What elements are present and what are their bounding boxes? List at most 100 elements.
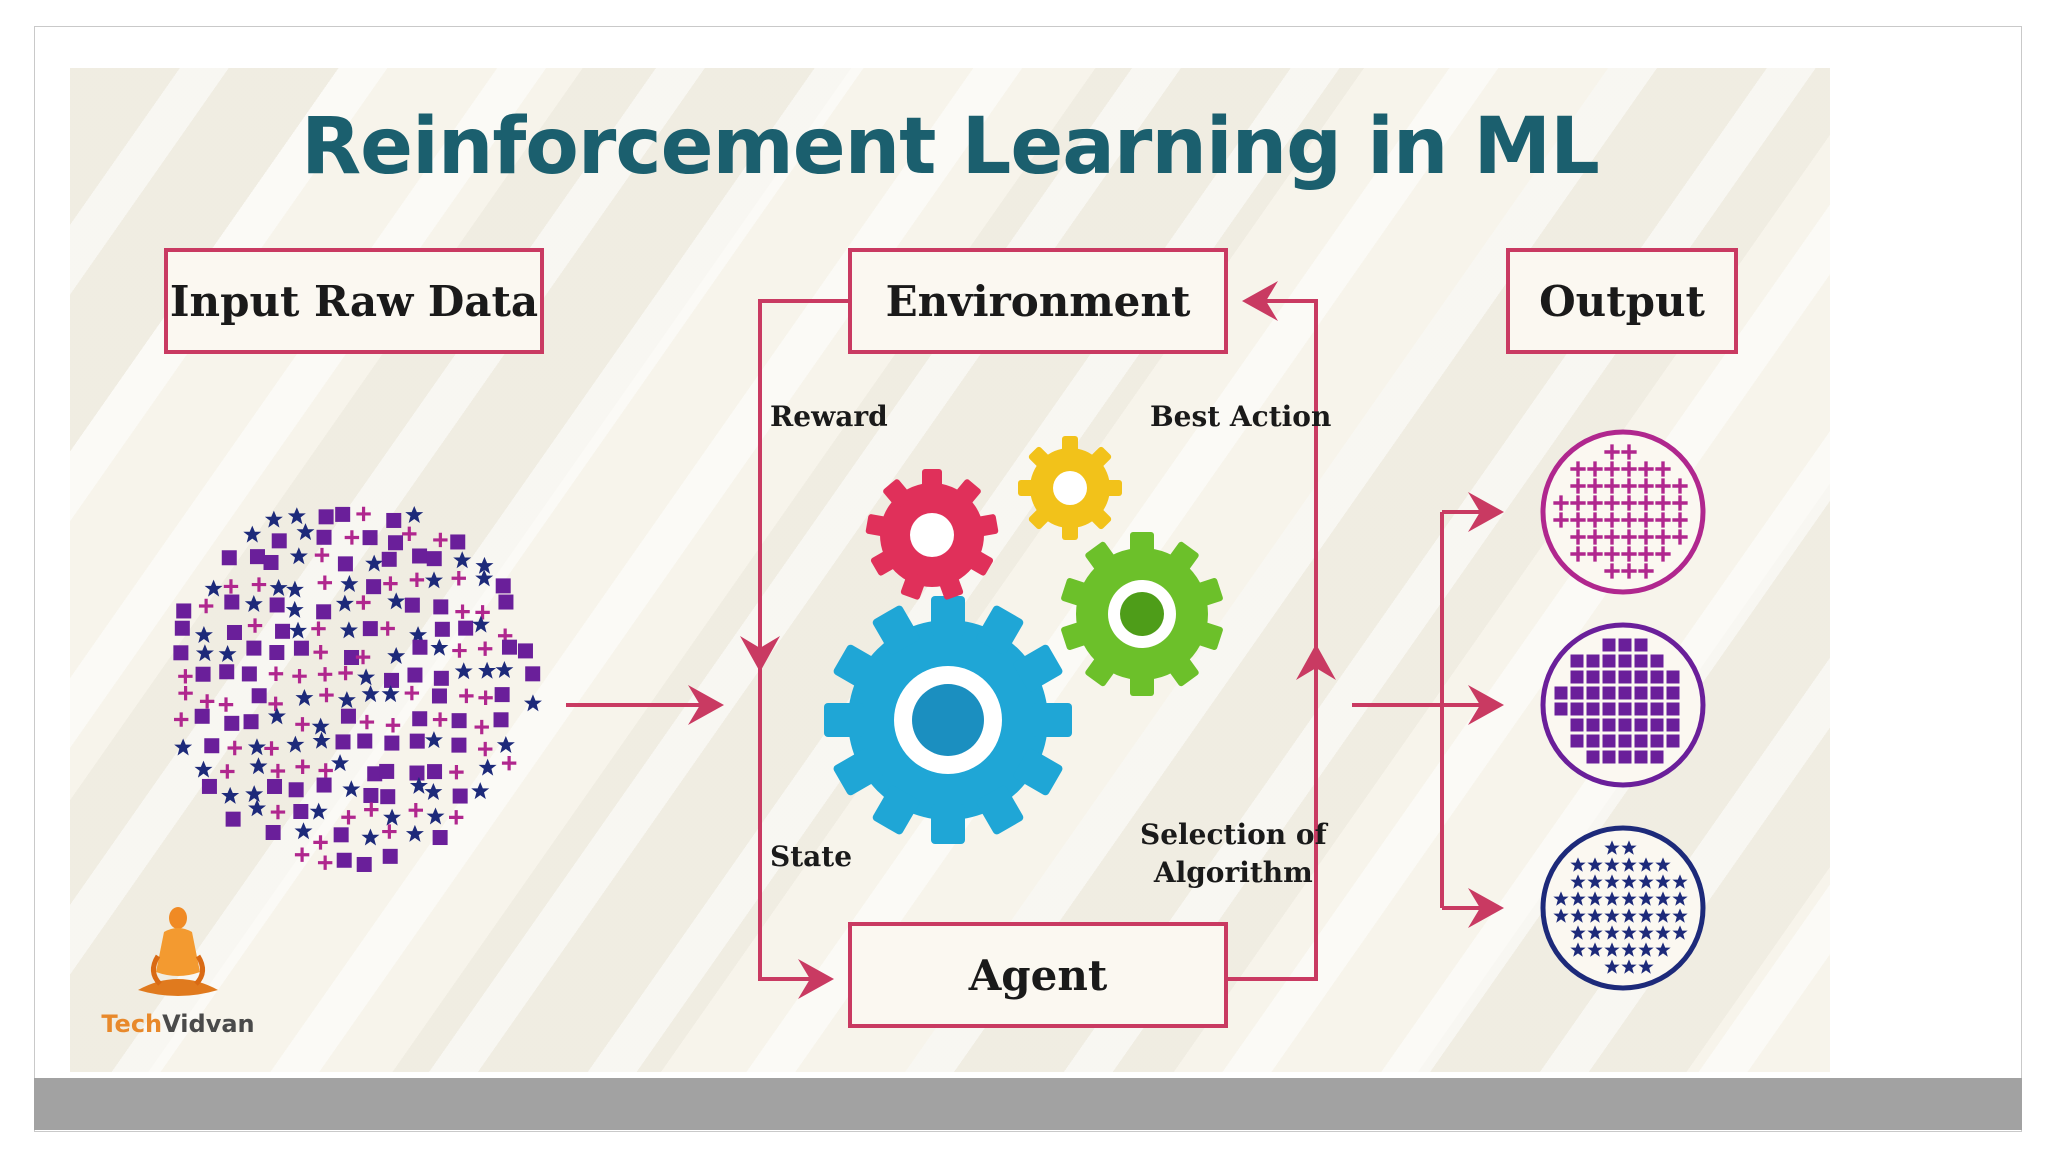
logo-wordmark: TechVidvan	[98, 1010, 258, 1038]
raw-cross-glyph	[356, 506, 371, 522]
raw-cross-glyph	[268, 666, 284, 681]
output-square-glyph	[1602, 702, 1616, 716]
output-square-glyph	[1618, 654, 1632, 668]
raw-star-glyph	[245, 785, 264, 803]
raw-star-glyph	[387, 647, 406, 665]
output-square-glyph	[1570, 734, 1584, 748]
raw-square-glyph	[458, 620, 474, 636]
raw-star-glyph	[337, 691, 356, 709]
raw-square-glyph	[380, 789, 396, 805]
raw-square-glyph	[451, 737, 467, 753]
output-square-glyph	[1618, 638, 1632, 652]
raw-star-glyph	[289, 621, 308, 639]
raw-cross-glyph	[385, 718, 401, 733]
output-square-glyph	[1618, 750, 1632, 764]
raw-square-glyph	[318, 509, 334, 525]
raw-star-glyph	[174, 738, 193, 756]
raw-star-glyph	[195, 644, 214, 662]
gear-blue-icon	[824, 596, 1072, 844]
raw-star-glyph	[243, 525, 262, 543]
raw-cross-glyph	[478, 690, 493, 705]
raw-cross-glyph	[270, 763, 286, 779]
raw-square-glyph	[525, 666, 541, 682]
raw-square-glyph	[384, 735, 400, 751]
raw-cross-glyph	[318, 763, 333, 778]
raw-cross-glyph	[475, 605, 490, 620]
output-cluster-stars	[1540, 825, 1706, 991]
raw-cross-glyph	[227, 740, 242, 756]
raw-star-glyph	[365, 554, 384, 572]
raw-star-glyph	[471, 615, 490, 633]
raw-square-glyph	[434, 621, 450, 637]
logo-text-vidvan: Vidvan	[162, 1010, 255, 1038]
raw-square-glyph	[427, 764, 443, 780]
raw-cross-glyph	[198, 598, 214, 614]
raw-star-glyph	[453, 551, 472, 569]
gear-green-icon	[1061, 532, 1223, 696]
raw-cross-glyph	[455, 604, 470, 619]
raw-cross-glyph	[178, 686, 193, 701]
output-square-glyph	[1634, 686, 1648, 700]
raw-square-glyph	[495, 578, 511, 594]
raw-star-glyph	[335, 594, 354, 612]
raw-square-glyph	[363, 787, 379, 803]
raw-square-glyph	[431, 688, 447, 704]
raw-square-glyph	[224, 594, 240, 610]
raw-cross-glyph	[449, 764, 464, 780]
raw-square-glyph	[501, 639, 517, 655]
raw-square-glyph	[288, 782, 304, 798]
raw-square-glyph	[265, 824, 281, 840]
output-square-glyph	[1666, 702, 1680, 716]
techvidvan-logo: TechVidvan	[98, 898, 258, 1038]
logo-text-tech: Tech	[101, 1010, 163, 1038]
raw-cross-glyph	[432, 712, 448, 727]
diagram-graphics	[173, 281, 1706, 999]
raw-star-glyph	[194, 760, 213, 778]
raw-star-glyph	[426, 807, 445, 825]
output-square-glyph	[1618, 718, 1632, 732]
raw-star-glyph	[286, 735, 305, 753]
raw-square-glyph	[344, 649, 360, 665]
raw-square-glyph	[404, 597, 420, 613]
raw-cross-glyph	[223, 579, 239, 594]
best-action-label: Best Action	[1150, 400, 1332, 433]
raw-square-glyph	[357, 733, 373, 749]
agent-box: Agent	[848, 922, 1228, 1028]
bottom-bar	[34, 1078, 2022, 1130]
output-square-glyph	[1634, 750, 1648, 764]
raw-square-glyph	[409, 765, 425, 781]
raw-star-glyph	[267, 707, 286, 725]
raw-data-cloud	[173, 505, 542, 872]
raw-cross-glyph	[433, 532, 448, 548]
raw-square-glyph	[433, 599, 449, 615]
raw-square-glyph	[221, 550, 237, 566]
output-square-glyph	[1586, 702, 1600, 716]
raw-cross-glyph	[317, 855, 333, 870]
raw-square-glyph	[267, 778, 283, 794]
raw-square-glyph	[249, 549, 265, 565]
raw-square-glyph	[432, 830, 448, 846]
output-square-glyph	[1554, 702, 1568, 716]
raw-star-glyph	[249, 757, 268, 775]
raw-cross-glyph	[317, 667, 333, 682]
output-square-glyph	[1634, 670, 1648, 684]
raw-star-glyph	[331, 754, 350, 772]
raw-square-glyph	[194, 708, 210, 724]
output-square-glyph	[1666, 734, 1680, 748]
raw-square-glyph	[450, 534, 466, 550]
raw-square-glyph	[356, 856, 372, 872]
raw-star-glyph	[311, 717, 330, 735]
raw-square-glyph	[493, 712, 509, 728]
raw-cross-glyph	[247, 618, 263, 633]
raw-square-glyph	[176, 603, 192, 619]
raw-star-glyph	[294, 822, 313, 840]
raw-cross-glyph	[404, 685, 420, 701]
raw-square-glyph	[243, 714, 259, 730]
raw-square-glyph	[316, 777, 332, 793]
raw-star-glyph	[357, 668, 376, 686]
raw-cross-glyph	[178, 669, 193, 684]
raw-star-glyph	[247, 738, 266, 756]
raw-star-glyph	[405, 505, 424, 523]
output-square-glyph	[1602, 670, 1616, 684]
raw-star-glyph	[221, 786, 240, 804]
